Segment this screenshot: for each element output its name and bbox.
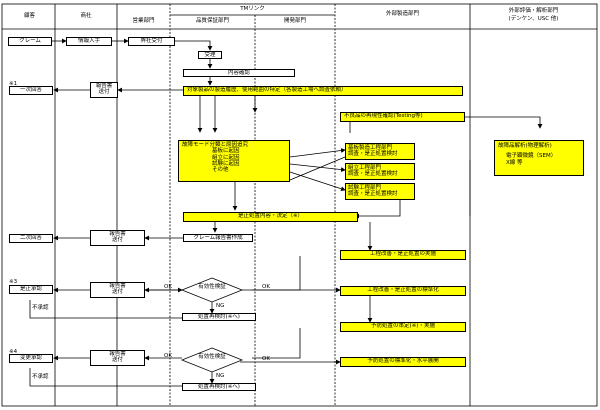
content-confirm-box: 内容確認 <box>183 69 295 77</box>
edge-ng-1: NG <box>216 303 225 309</box>
pcb-dept-box: 基板製造工程部門調査・是正処置検討 <box>345 143 415 160</box>
accept-box: 受理 <box>198 51 222 59</box>
lane-header-mfg: 外部製造部門 <box>385 11 419 17</box>
edge-ok-1b: OK <box>262 284 270 290</box>
lane-header-sales: 営業部門 <box>132 18 155 24</box>
lane-header-customer: 顧客 <box>23 13 35 19</box>
receive-box: 弊社受付 <box>128 37 175 46</box>
std1-box: 工程改善・是正処置の標準化 <box>340 286 466 296</box>
effective-check-1: 有効性検証 <box>198 284 226 290</box>
corrective-approve-box: 是正承認 <box>9 285 53 294</box>
report-box-1: 報告書送付 <box>90 82 118 98</box>
report-box-2: 報告書送付 <box>90 230 145 246</box>
edge-ok-2a: OK <box>164 353 172 359</box>
corrective-decide-box: 是正処置内容・決定（※） <box>183 212 358 222</box>
frame-border <box>1 3 598 407</box>
lane-header-dev: 開発部門 <box>283 18 306 24</box>
lane-header-tm-link: TMリンク <box>240 6 265 12</box>
failure-analysis-box: 故障モード分類と原因追究 基板に起因 組立に起因 試験に起因 その他 <box>178 140 290 182</box>
decision-diamond-1 <box>180 277 244 303</box>
mark-1: ※1 <box>9 81 18 87</box>
reject-label-1: 不承認 <box>32 305 49 311</box>
test-dept-box: 試験工程部門調査・是正処置検討 <box>345 183 415 200</box>
mark-4: ※4 <box>9 349 18 355</box>
lane-header-qa: 品質保証部門 <box>195 18 229 24</box>
preventive-box: 予防処置の策定(※)・実施 <box>340 322 466 332</box>
lane-header-company: 商社 <box>80 13 92 19</box>
claim-box: クレーム <box>8 37 52 46</box>
report-box-3: 報告書送付 <box>90 282 145 298</box>
first-reply-box: 一次回答 <box>9 86 53 95</box>
reexam2-box: 処置再検討(※へ) <box>182 383 256 391</box>
analysis-box: 故障品解析(物理解析) 電子顕微鏡（SEM） X線 等 <box>494 140 584 176</box>
claim-report-box: クレーム報告書作成 <box>183 234 253 242</box>
lane-header-eval: 外部評価・解析部門 <box>508 8 559 14</box>
info-in-box: 情報入手 <box>66 37 112 46</box>
prevent-approve-box: 変更承認 <box>9 354 53 363</box>
effective-check-2: 有効性検証 <box>198 354 226 360</box>
mark-3: ※3 <box>9 279 18 285</box>
reexam1-box: 処置再検討(※へ) <box>182 313 256 321</box>
report-box-4: 報告書送付 <box>90 350 145 366</box>
edge-ok-1a: OK <box>164 284 172 290</box>
edge-ok-2b: OK <box>262 356 270 362</box>
assy-dept-box: 組立工程部門調査・是正処置検討 <box>345 163 415 180</box>
impl1-box: 工程改善・是正処置の実施 <box>340 250 466 260</box>
decision-diamond-2 <box>180 347 244 373</box>
std2-box: 予防処置の標準化・水平展開 <box>340 357 466 367</box>
edge-ng-2: NG <box>216 373 225 379</box>
identify-box: 対象製品の製造履歴、使用範囲の特定（各製造工場へ調査依頼） <box>183 86 463 96</box>
reject-label-2: 不承認 <box>32 374 49 380</box>
second-reply-box: 二次回答 <box>9 234 53 243</box>
lane-header-eval-sub: (デンケン、USC 他) <box>508 16 559 22</box>
reproduce-box: 不良品の再現性確認(Testing等) <box>340 112 465 122</box>
